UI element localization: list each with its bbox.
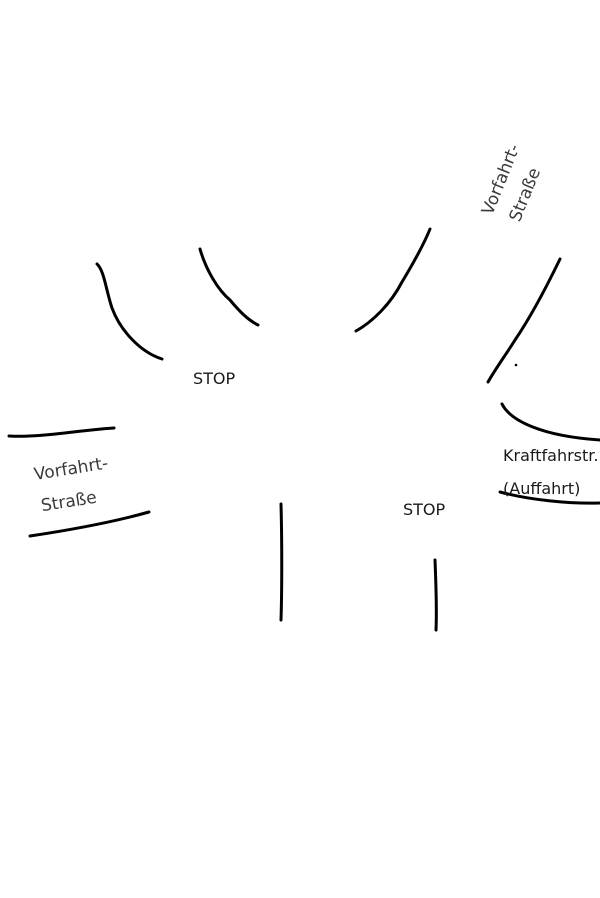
road-edge-upper-left-inner — [198, 247, 260, 327]
road-edge-right-bottom — [498, 490, 600, 505]
priority-road-label-left: Vorfahrt- Straße — [33, 454, 110, 517]
priority-road-label-left-line2: Straße — [40, 488, 98, 517]
road-edge-upper-right-inner — [354, 227, 432, 333]
road-edge-bottom-right — [433, 558, 438, 632]
stop-label-bottom: STOP — [403, 500, 446, 519]
priority-road-label-top: Vorfahrt- Straße — [478, 141, 545, 225]
priority-road-label-left-line1: Vorfahrt- — [33, 454, 110, 485]
motorway-label-line1: Kraftfahrstr. — [503, 446, 598, 465]
road-edge-right-top — [500, 402, 600, 442]
road-edge-bottom-left — [279, 502, 284, 622]
road-edge-left-bottom — [28, 510, 151, 538]
stop-label-top: STOP — [193, 369, 236, 388]
motorway-label-line2: (Auffahrt) — [503, 479, 580, 498]
road-edge-left-top — [7, 426, 116, 438]
road-edge-upper-right-outer — [486, 257, 562, 384]
road-edge-upper-left-outer — [95, 262, 164, 361]
ink-dot — [514, 363, 518, 367]
